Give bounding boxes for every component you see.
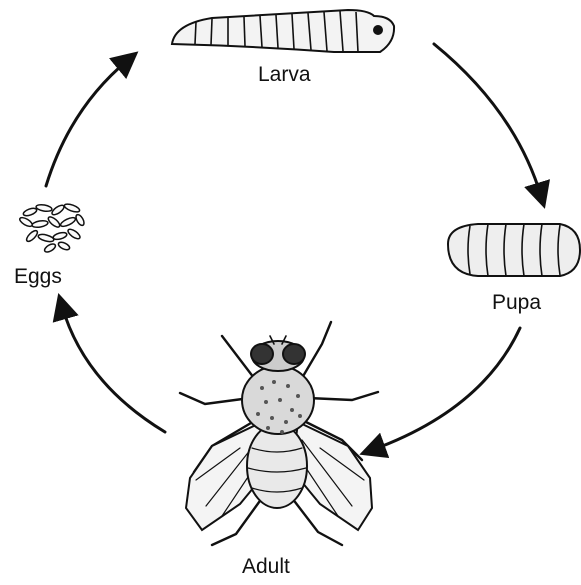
pupa-illustration — [448, 224, 580, 276]
arrow-eggs-to-larva — [46, 60, 128, 186]
eggs-illustration — [18, 202, 85, 253]
larva-illustration — [172, 10, 394, 52]
arrow-adult-to-eggs — [62, 306, 165, 432]
arrow-pupa-to-adult — [372, 328, 520, 450]
stage-label-adult: Adult — [242, 556, 290, 577]
arrow-larva-to-pupa — [434, 44, 541, 196]
stage-label-larva: Larva — [258, 64, 311, 85]
adult-fly-illustration — [180, 322, 378, 545]
stage-label-eggs: Eggs — [14, 266, 62, 287]
stage-label-pupa: Pupa — [492, 292, 541, 313]
